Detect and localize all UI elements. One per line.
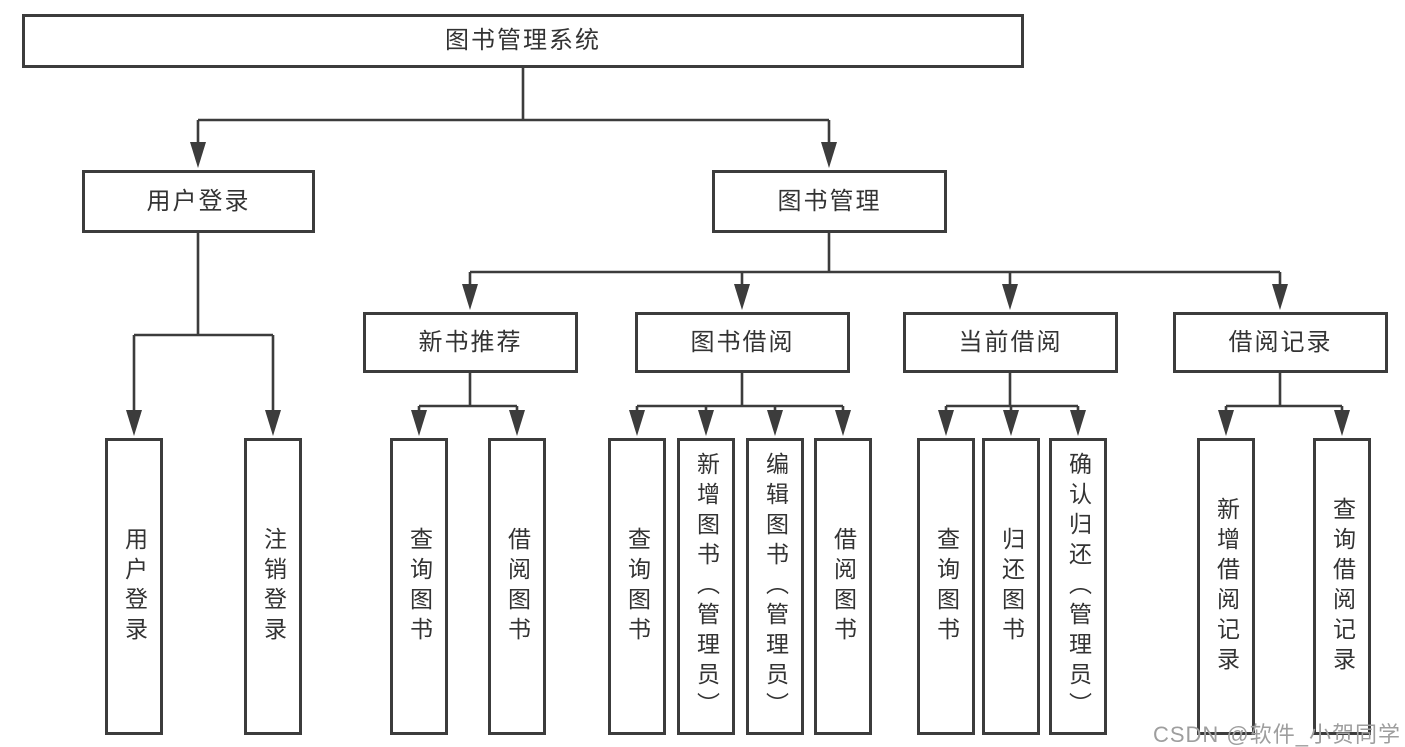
arrowhead-icon (1003, 410, 1019, 436)
arrowhead-icon (1272, 284, 1288, 310)
arrowhead-icon (1002, 284, 1018, 310)
arrowhead-icon (734, 284, 750, 310)
node-library-system: 图书管理系统 (22, 14, 1024, 68)
node-current-borrowing: 当前借阅 (903, 312, 1118, 373)
leaf-user-login: 用户登录 (105, 438, 163, 735)
arrowhead-icon (190, 142, 206, 168)
arrowhead-icon (629, 410, 645, 436)
leaf-borrowing-add-books-admin: 新增图书（管理员） (677, 438, 735, 735)
node-book-management: 图书管理 (712, 170, 947, 233)
arrowhead-icon (835, 410, 851, 436)
node-book-borrowing: 图书借阅 (635, 312, 850, 373)
arrowhead-icon (1334, 410, 1350, 436)
leaf-borrowing-query-books: 查询图书 (608, 438, 666, 735)
arrowhead-icon (411, 410, 427, 436)
arrowhead-icon (1070, 410, 1086, 436)
arrowhead-icon (938, 410, 954, 436)
arrowhead-icon (126, 410, 142, 436)
leaf-borrowing-borrow-books: 借阅图书 (814, 438, 872, 735)
node-new-book-recommend: 新书推荐 (363, 312, 578, 373)
leaf-records-query-record: 查询借阅记录 (1313, 438, 1371, 735)
watermark-text: CSDN @软件_小贺同学 (1152, 722, 1401, 747)
leaf-logout: 注销登录 (244, 438, 302, 735)
node-user-login: 用户登录 (82, 170, 315, 233)
arrowhead-icon (1218, 410, 1234, 436)
node-borrowing-records: 借阅记录 (1173, 312, 1388, 373)
arrowhead-icon (509, 410, 525, 436)
leaf-current-confirm-return-admin: 确认归还（管理员） (1049, 438, 1107, 735)
leaf-borrowing-edit-books-admin: 编辑图书（管理员） (746, 438, 804, 735)
arrowhead-icon (767, 410, 783, 436)
leaf-recommend-borrow-books: 借阅图书 (488, 438, 546, 735)
leaf-recommend-query-books: 查询图书 (390, 438, 448, 735)
arrowhead-icon (821, 142, 837, 168)
arrowhead-icon (698, 410, 714, 436)
arrowhead-icon (265, 410, 281, 436)
leaf-current-query-books: 查询图书 (917, 438, 975, 735)
arrowhead-icon (462, 284, 478, 310)
leaf-records-add-record: 新增借阅记录 (1197, 438, 1255, 735)
leaf-current-return-books: 归还图书 (982, 438, 1040, 735)
